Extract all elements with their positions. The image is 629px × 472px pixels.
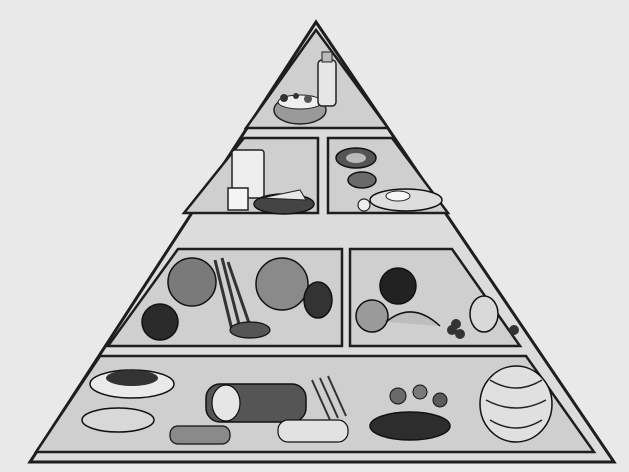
tomato-icon	[142, 304, 178, 340]
cucumber-icon	[230, 322, 270, 338]
cherries-icon	[509, 325, 519, 335]
pasta-icon	[370, 412, 450, 440]
fish-icon	[348, 172, 376, 188]
tier-grains-bread-cereal	[36, 356, 594, 452]
eggplant-icon	[304, 282, 332, 318]
baguette-icon	[278, 420, 348, 442]
orange-icon	[356, 300, 388, 332]
cereal-bowl-icon	[82, 408, 154, 432]
grapes-icon	[451, 319, 461, 329]
pear-icon	[470, 296, 498, 332]
cabbage-icon	[168, 258, 216, 306]
tier-dairy-and-meat	[184, 138, 448, 214]
lettuce-icon	[256, 258, 308, 310]
oil-bottle-icon	[318, 60, 336, 106]
bun-icon	[170, 426, 230, 444]
tier-fats-oils-sweets	[246, 30, 388, 128]
apple-icon	[380, 268, 416, 304]
glass-icon	[228, 188, 248, 210]
tier-vegetables-and-fruits	[108, 249, 520, 346]
braided-bread-icon	[480, 366, 552, 442]
